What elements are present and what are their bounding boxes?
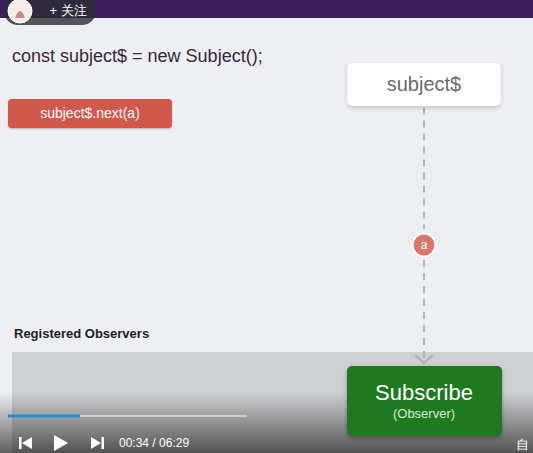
node-title: a [421, 238, 428, 252]
section-heading: Registered Observers [14, 326, 149, 341]
dashed-connector [415, 260, 433, 363]
code-line: const subject$ = new Subject(); [12, 46, 263, 67]
video-time: 00:34 / 06:29 [119, 436, 189, 450]
avatar-icon [7, 0, 33, 24]
progress-fill [8, 415, 80, 418]
node-title: + 关注 [49, 3, 86, 19]
connector-line [423, 108, 425, 230]
follow-button: + 关注 [4, 0, 96, 25]
observer-box: Subscribe(Observer) [347, 366, 502, 436]
autoplay-text: 自 [516, 436, 529, 453]
node-title: Subscribe [375, 380, 473, 406]
marble-circle: a [411, 232, 437, 258]
player-controls [19, 435, 104, 451]
arrow-head [415, 355, 433, 363]
next-button: subject$.next(a) [8, 99, 172, 128]
connector-line [423, 260, 425, 363]
subject-box: subject$ [347, 63, 501, 106]
progress-track [8, 415, 247, 417]
node-title: subject$ [387, 72, 462, 96]
node-title: subject$.next(a) [40, 105, 140, 122]
dashed-connector [424, 108, 425, 230]
node-subtitle: (Observer) [393, 406, 455, 422]
